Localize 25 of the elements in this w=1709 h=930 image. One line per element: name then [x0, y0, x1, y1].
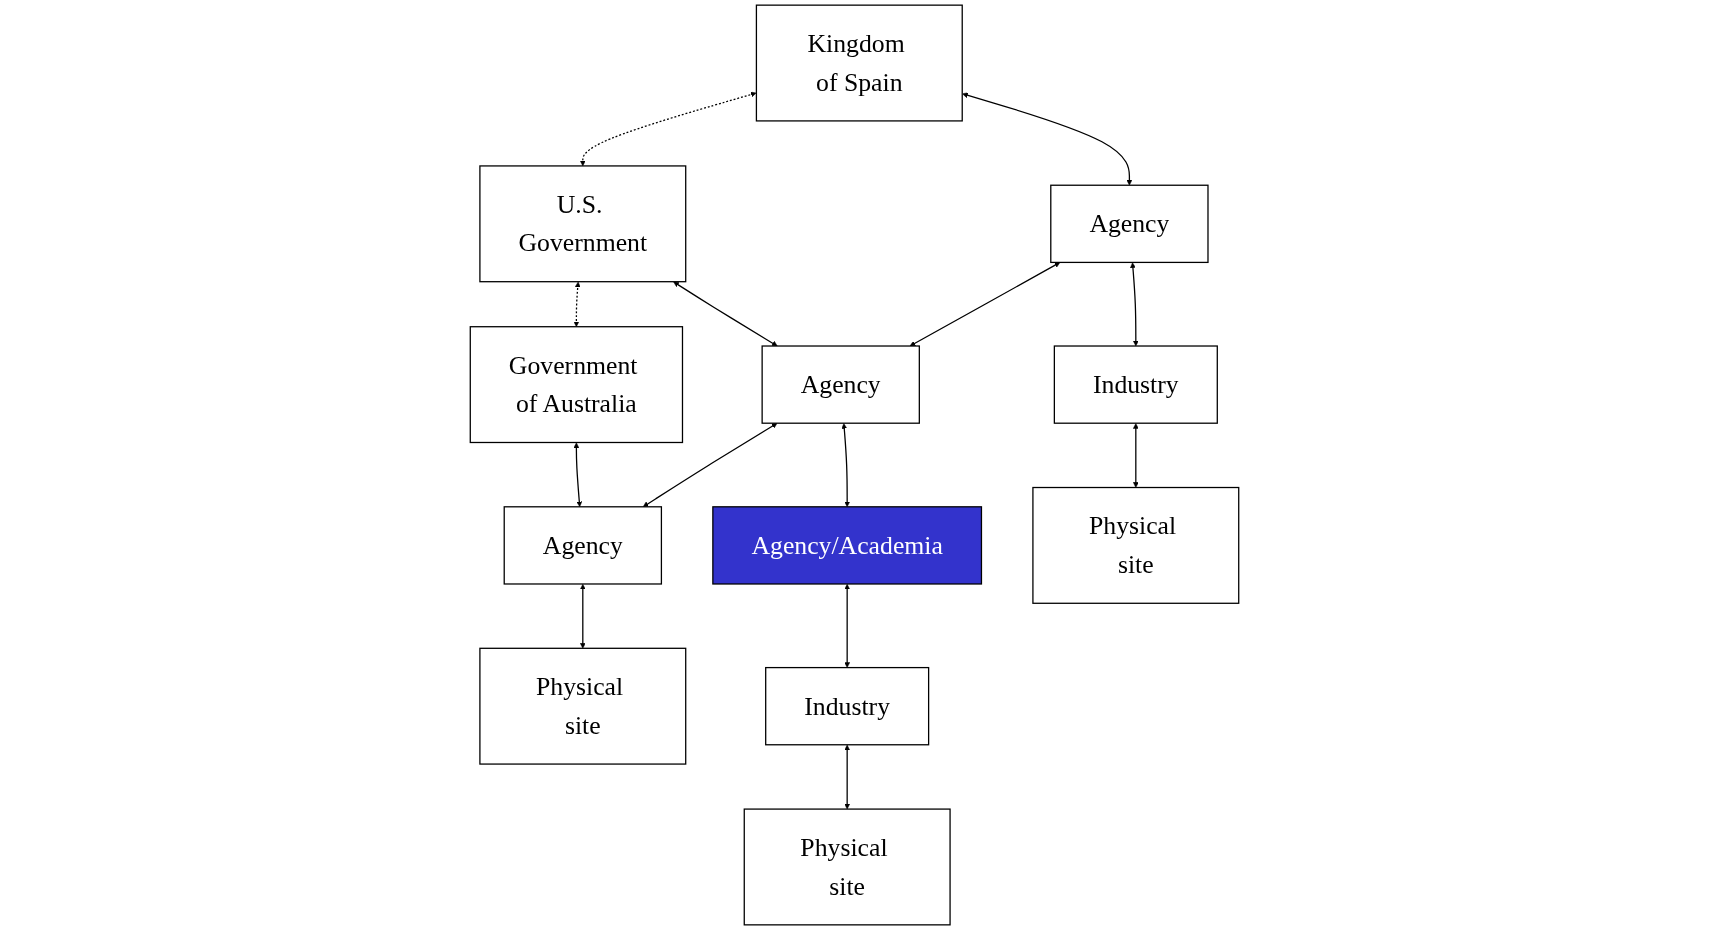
- node-box: Agency/Academia: [712, 506, 983, 585]
- arrow: [580, 584, 586, 649]
- arrow: [673, 281, 778, 347]
- node-box: Agency: [1050, 184, 1209, 264]
- arrow: [844, 584, 850, 668]
- node-box: Physical site: [1032, 486, 1240, 604]
- node-box: Government of Australia: [469, 326, 684, 444]
- arrow: [573, 281, 581, 327]
- node-box: Agency: [761, 345, 920, 424]
- arrow: [1130, 262, 1139, 347]
- node-box: Industry: [1053, 345, 1218, 424]
- node-box: Industry: [765, 666, 930, 746]
- arrow: [573, 442, 583, 508]
- arrow: [642, 423, 778, 508]
- node-box: U.S. Government: [479, 165, 687, 283]
- node-box: Agency: [503, 506, 663, 585]
- arrow: [841, 423, 850, 508]
- arrow: [962, 92, 1133, 186]
- arrow: [580, 91, 757, 167]
- arrow: [844, 744, 850, 810]
- node-box: Physical site: [743, 808, 951, 926]
- node-box: Physical site: [479, 647, 687, 765]
- arrow: [1133, 423, 1139, 488]
- node-box: Kingdom of Spain: [755, 4, 963, 122]
- arrow: [909, 262, 1061, 347]
